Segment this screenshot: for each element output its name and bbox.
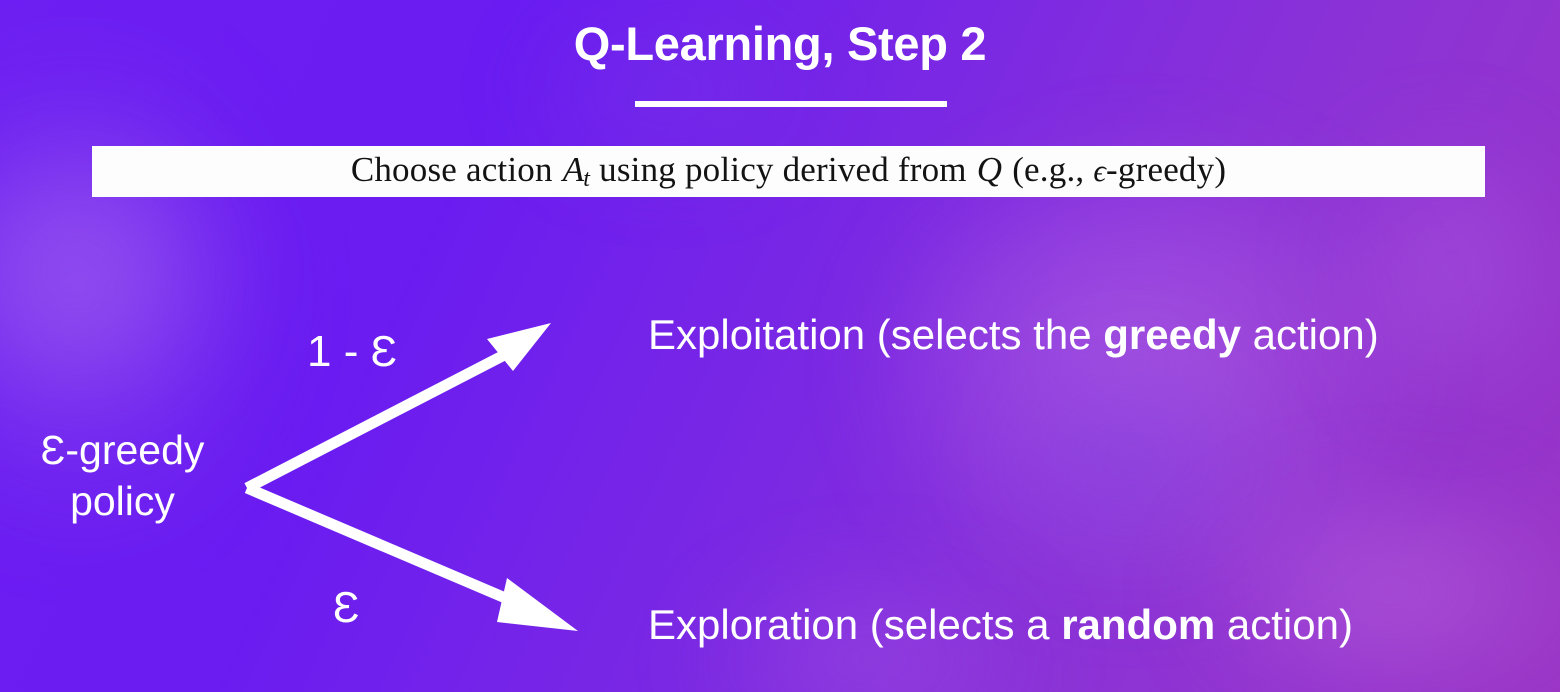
title-underline-rule (635, 101, 947, 107)
background-blob (980, 330, 1280, 590)
slide-title: Q-Learning, Step 2 (573, 17, 987, 70)
outcome-exploration-suffix: action) (1215, 601, 1353, 648)
epsilon-greedy-policy-label: Ɛ-greedy policy (0, 425, 245, 527)
background-blob (880, 150, 1440, 620)
branch-probability-label-exploration: Ɛ (333, 583, 360, 632)
formula-part-3: (e.g., (1012, 150, 1085, 189)
formula-part-1: Choose action (350, 150, 553, 189)
policy-label-line-1: Ɛ-greedy (40, 427, 205, 473)
formula-epsilon-symbol: ϵ (1093, 153, 1107, 188)
outcome-exploration: Exploration (selects a random action) (648, 601, 1353, 649)
formula-variable-a: A (562, 150, 585, 189)
outcome-exploration-emphasis: random (1061, 601, 1216, 648)
formula-variable-a-subscript: t (583, 166, 591, 192)
formula-variable-q: Q (976, 150, 1003, 189)
arrow-exploitation (244, 323, 551, 493)
outcome-exploitation-suffix: action) (1240, 311, 1379, 358)
outcome-exploitation: Exploitation (selects the greedy action) (648, 311, 1379, 359)
outcome-exploration-prefix: Exploration (selects a (648, 601, 1062, 648)
outcome-exploitation-emphasis: greedy (1103, 311, 1241, 358)
policy-label-line-2: policy (70, 478, 175, 524)
formula-part-2: using policy derived from (599, 150, 967, 189)
outcome-exploitation-prefix: Exploitation (selects the (648, 311, 1104, 358)
formula-part-4: -greedy) (1106, 150, 1227, 189)
background-blob (1180, 470, 1560, 692)
arrow-exploration (244, 482, 578, 631)
branch-probability-label-exploitation: 1 - Ɛ (307, 327, 398, 376)
